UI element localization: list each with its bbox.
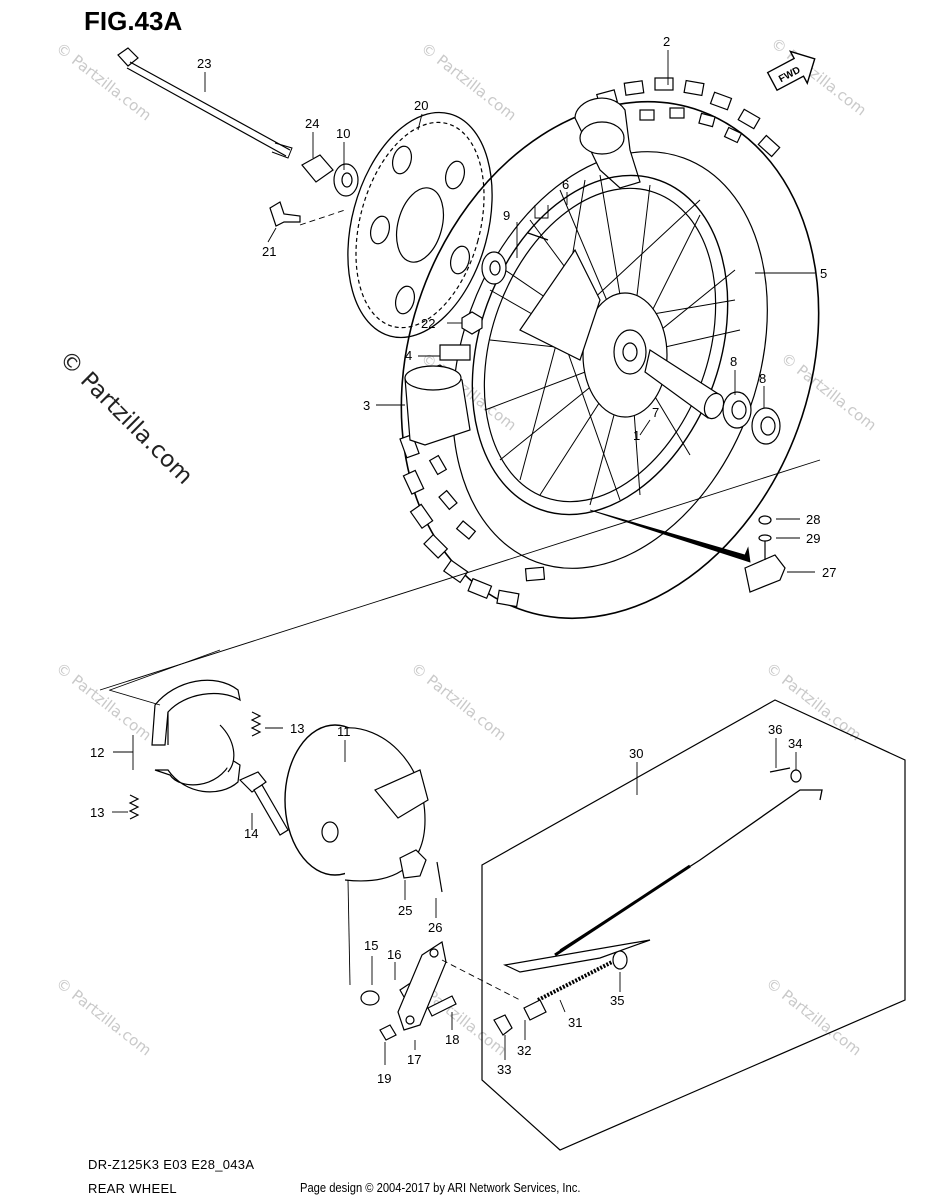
- brake-assembly: [128, 679, 906, 1151]
- callout-11: 11: [337, 724, 351, 739]
- tire: [399, 77, 820, 620]
- callout-16: 16: [387, 947, 401, 962]
- callout-32: 32: [517, 1043, 531, 1058]
- callout-7: 7: [652, 405, 659, 420]
- wheel-assembly: [117, 47, 820, 620]
- callout-14: 14: [244, 826, 258, 841]
- watermark-9: © Partzilla.com: [53, 974, 155, 1059]
- callout-23: 23: [197, 56, 211, 71]
- sprocket: [347, 111, 493, 339]
- callout-19: 19: [377, 1071, 391, 1086]
- callout-17: 17: [407, 1052, 421, 1067]
- watermark-5: © Partzilla.com: [778, 349, 880, 434]
- callout-20: 20: [414, 98, 428, 113]
- callout-13-upper: 13: [290, 721, 304, 736]
- fwd-badge: FWD: [766, 50, 816, 92]
- callout-26: 26: [428, 920, 442, 935]
- callout-24: 24: [305, 116, 319, 131]
- watermark-1: © Partzilla.com: [53, 39, 155, 124]
- callout-6: 6: [562, 177, 569, 192]
- brake-panel: [284, 724, 429, 882]
- figure-title: FIG.43A: [84, 6, 183, 36]
- hub: [519, 248, 668, 418]
- callout-10: 10: [336, 126, 350, 141]
- callout-2: 2: [663, 34, 670, 49]
- leader-lines-bottom: [108, 649, 797, 1065]
- callouts: 1 2 3 4 5 6 7 8 8 9 10 11 12 13 13 14 15…: [90, 34, 836, 1086]
- callout-25: 25: [398, 903, 412, 918]
- callout-22: 22: [421, 316, 435, 331]
- callout-35: 35: [610, 993, 624, 1008]
- watermark-main: © Partzilla.com: [54, 346, 198, 490]
- callout-36: 36: [768, 722, 782, 737]
- callout-18: 18: [445, 1032, 459, 1047]
- callout-28: 28: [806, 512, 820, 527]
- callout-33: 33: [497, 1062, 511, 1077]
- callout-34: 34: [788, 736, 802, 751]
- bearing-8-left: [722, 391, 752, 429]
- callout-4: 4: [405, 348, 412, 363]
- callout-15: 15: [364, 938, 378, 953]
- callout-27: 27: [822, 565, 836, 580]
- callout-9: 9: [503, 208, 510, 223]
- callout-8-right: 8: [759, 371, 766, 386]
- callout-30: 30: [629, 746, 643, 761]
- callout-29: 29: [806, 531, 820, 546]
- watermark-11: © Partzilla.com: [763, 974, 865, 1059]
- bearing-8-right: [751, 407, 781, 445]
- brake-shoe-upper: [151, 679, 241, 746]
- page-credit: Page design © 2004-2017 by ARI Network S…: [300, 1180, 581, 1195]
- callout-21: 21: [262, 244, 276, 259]
- callout-5: 5: [820, 266, 827, 281]
- watermarks: © Partzilla.com © Partzilla.com © Partzi…: [53, 34, 880, 1059]
- callout-13-lower: 13: [90, 805, 104, 820]
- watermark-6: © Partzilla.com: [53, 659, 155, 744]
- brake-shoe-lower: [154, 724, 241, 793]
- callout-12: 12: [90, 745, 104, 760]
- callout-1: 1: [633, 428, 640, 443]
- section-name: REAR WHEEL: [88, 1181, 177, 1196]
- axle: [117, 47, 293, 159]
- callout-31: 31: [568, 1015, 582, 1030]
- model-code: DR-Z125K3 E03 E28_043A: [88, 1157, 255, 1172]
- watermark-2: © Partzilla.com: [418, 39, 520, 124]
- callout-8-left: 8: [730, 354, 737, 369]
- leader-lines-top: [99, 50, 821, 691]
- watermark-7: © Partzilla.com: [408, 659, 510, 744]
- callout-3: 3: [363, 398, 370, 413]
